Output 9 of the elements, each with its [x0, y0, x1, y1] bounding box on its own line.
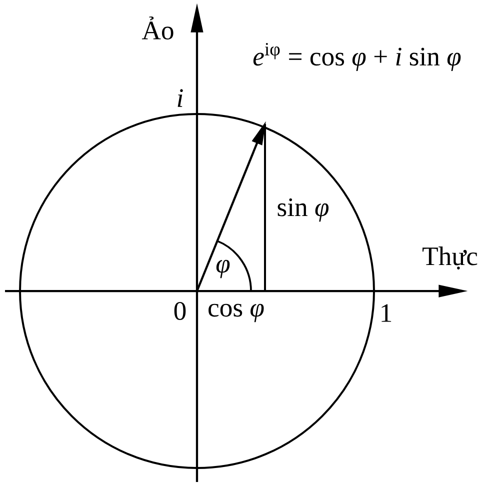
axis-label: Thực	[422, 246, 478, 270]
axis-label: e$^{iφ}$ = cos φ + i sin φ	[253, 42, 461, 72]
axis-label: i	[178, 89, 183, 107]
axis-label: Ảo	[142, 16, 174, 40]
axis-label: 1	[382, 304, 392, 322]
axis-label: sin φ	[278, 198, 329, 222]
axis-label: cos φ	[208, 304, 264, 322]
axis-label: 0	[174, 302, 186, 320]
axis-label: φ	[216, 260, 230, 278]
